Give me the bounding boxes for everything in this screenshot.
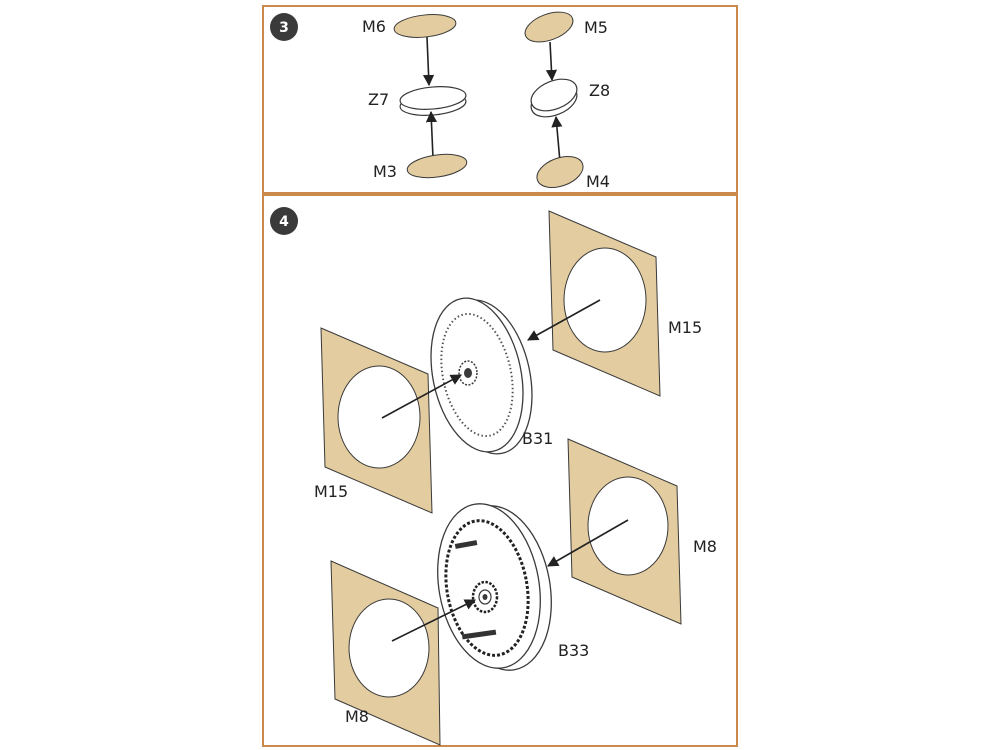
b31-label: B31 bbox=[522, 429, 553, 448]
m8-right-arrow bbox=[547, 519, 629, 567]
m5-arrow bbox=[545, 41, 558, 82]
m15-top-label: M15 bbox=[668, 318, 702, 337]
m5-part bbox=[524, 11, 574, 43]
step-3-panel bbox=[262, 5, 738, 194]
m4-label: M4 bbox=[586, 172, 610, 191]
b31-wheel bbox=[430, 297, 533, 455]
b33-wheel bbox=[437, 503, 552, 671]
m6-part bbox=[393, 14, 457, 38]
m15-mask-left bbox=[320, 327, 433, 514]
m4-arrow bbox=[551, 115, 563, 163]
m6-arrow bbox=[422, 36, 435, 87]
b33-label: B33 bbox=[558, 641, 589, 660]
step-3-number: 3 bbox=[279, 20, 289, 36]
m8-mask-left bbox=[330, 560, 441, 746]
m5-label: M5 bbox=[584, 18, 608, 37]
m4-part bbox=[536, 155, 584, 189]
z7-label: Z7 bbox=[368, 90, 389, 109]
z7-part bbox=[399, 86, 467, 116]
m15-left-arrow bbox=[381, 374, 462, 419]
step-3-badge: 3 bbox=[270, 13, 298, 41]
m8-right-label: M8 bbox=[693, 537, 717, 556]
m3-arrow bbox=[425, 110, 438, 159]
m15-left-label: M15 bbox=[314, 482, 348, 501]
m8-left-arrow bbox=[391, 599, 477, 642]
z8-label: Z8 bbox=[589, 81, 610, 100]
step-4-badge: 4 bbox=[270, 207, 298, 235]
m15-mask-top bbox=[548, 210, 661, 397]
m8-left-label: M8 bbox=[345, 707, 369, 726]
step-4-number: 4 bbox=[279, 214, 289, 230]
m3-part bbox=[406, 153, 468, 179]
m15-top-arrow bbox=[527, 299, 601, 341]
m6-label: M6 bbox=[362, 17, 386, 36]
m8-mask-right bbox=[567, 438, 682, 625]
m3-label: M3 bbox=[373, 162, 397, 181]
z8-part bbox=[530, 78, 578, 118]
